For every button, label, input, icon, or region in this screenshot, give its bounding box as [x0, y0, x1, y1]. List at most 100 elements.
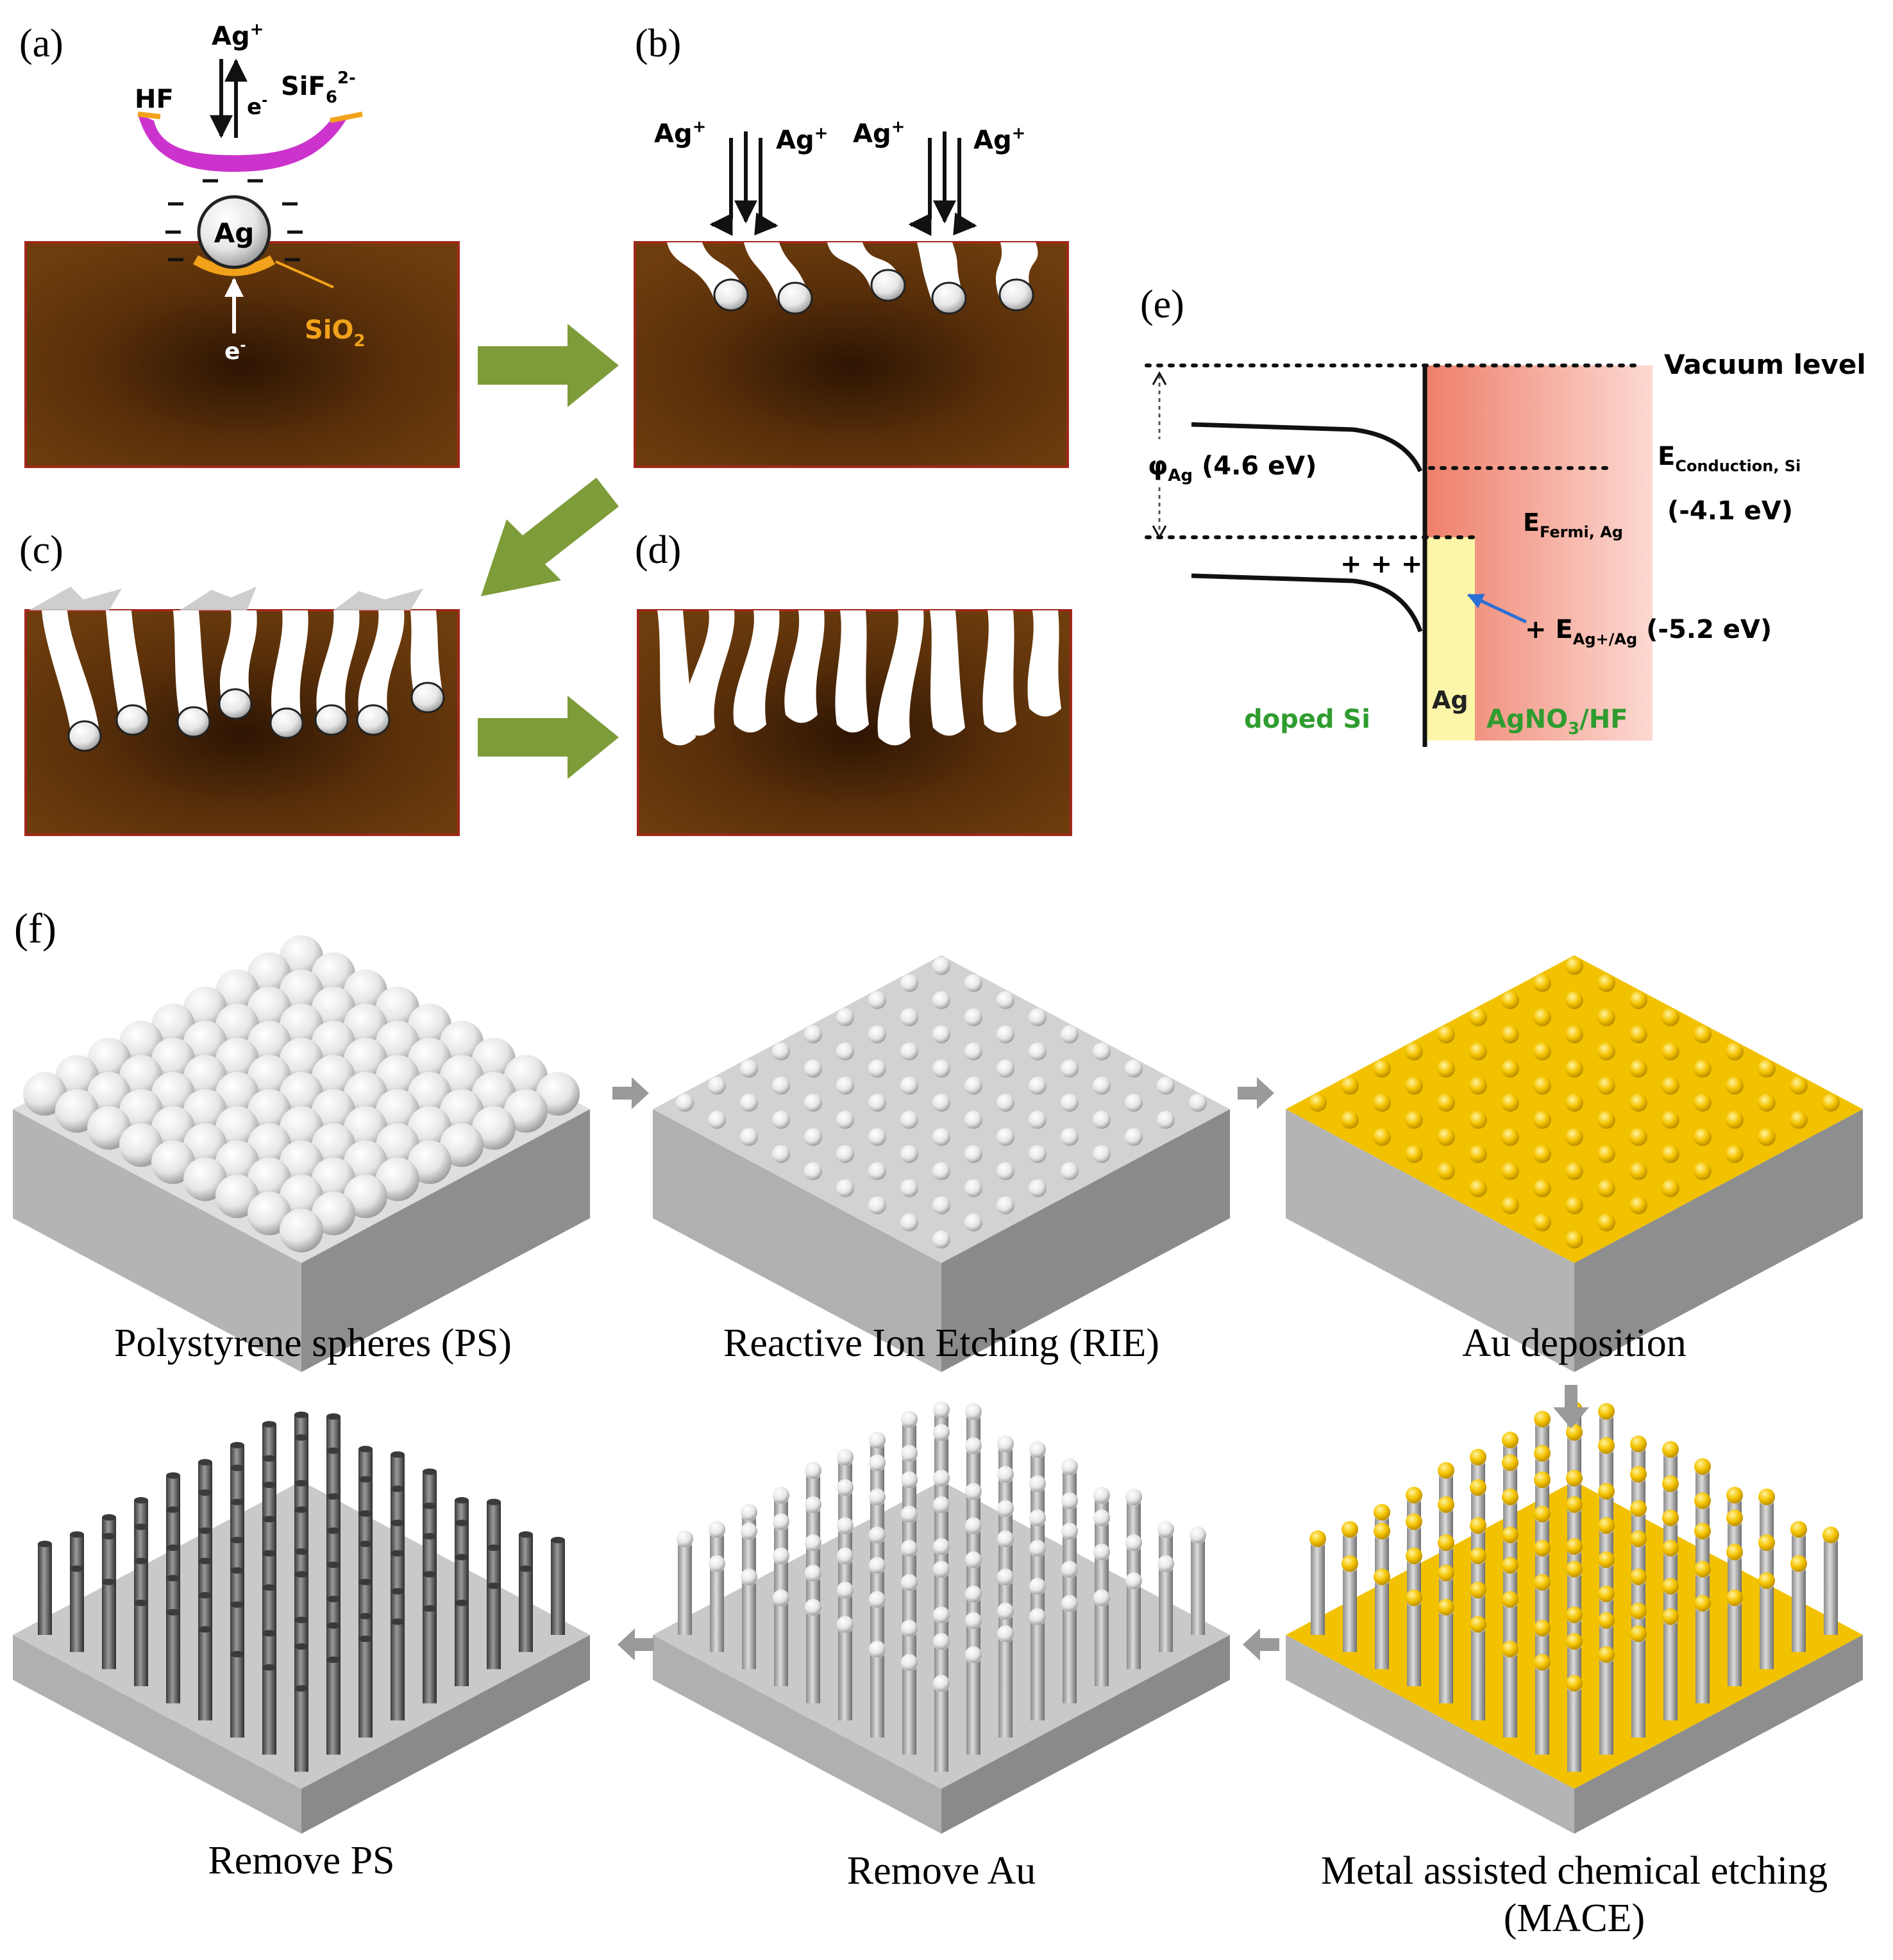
pillar-cap [1726, 1543, 1743, 1561]
conduction-value: (-4.1 eV) [1667, 496, 1793, 526]
ps-sphere [280, 1003, 323, 1048]
pillar-cap [901, 1445, 918, 1462]
ps-sphere [440, 1123, 484, 1167]
ag-redox-label: + EAg+/Ag (-5.2 eV) [1525, 615, 1772, 648]
panel-d-label: (d) [635, 528, 681, 572]
au-coated-sphere [1405, 1110, 1423, 1129]
ps-sphere [344, 1140, 387, 1184]
etched-ps-sphere [964, 1110, 982, 1129]
ag-ion-arrows-b: Ag+ Ag+ Ag+ Ag+ [654, 117, 1025, 236]
etched-ps-sphere [964, 1008, 982, 1026]
pillar-top [134, 1497, 148, 1504]
pillar-top [455, 1497, 469, 1504]
pillar-top [262, 1455, 276, 1462]
ag-particle-b [870, 269, 906, 302]
pillar-cap [1502, 1527, 1519, 1543]
pillar-cap [1726, 1589, 1743, 1606]
etched-ps-sphere [900, 1213, 918, 1232]
ps-sphere [215, 969, 259, 1013]
pillar-cap [869, 1432, 886, 1448]
etched-ps-sphere [804, 1128, 822, 1146]
nanopillar [391, 1621, 405, 1721]
ps-sphere [55, 1089, 99, 1133]
ag-particle-label: Ag [214, 217, 255, 249]
nanopillar [998, 1639, 1013, 1738]
nanopillar [1095, 1603, 1109, 1686]
ps-sphere [312, 1191, 355, 1235]
pillar-top [487, 1498, 501, 1505]
ag-ion-label-b3: Ag+ [853, 117, 905, 149]
nanopillar [230, 1654, 244, 1738]
etched-ps-sphere [1157, 1110, 1175, 1129]
au-coated-sphere [1597, 1076, 1615, 1095]
etched-ps-sphere [932, 1094, 950, 1112]
pillar-cap [1566, 1561, 1583, 1578]
nanopillar [1127, 1586, 1141, 1670]
ps-sphere [119, 1089, 163, 1133]
au-coated-sphere [1597, 974, 1615, 993]
etched-ps-sphere [964, 1076, 982, 1095]
panel-d: (d) [635, 528, 1072, 836]
ps-sphere [280, 935, 323, 979]
ag-particle-b [998, 278, 1034, 312]
au-coated-sphere [1597, 1008, 1615, 1026]
pillar-cap [869, 1591, 886, 1608]
panel-f: (f) Polystyrene spheres (PS) Reactive Io… [13, 905, 1863, 1940]
pillar-top [198, 1459, 212, 1466]
etched-ps-sphere [1029, 1179, 1047, 1198]
etched-ps-sphere [772, 1076, 790, 1095]
block-left-face [13, 1109, 301, 1372]
ps-sphere [376, 1157, 419, 1202]
pillar-cap [837, 1479, 854, 1496]
au-coated-sphere [1533, 1043, 1551, 1060]
ps-sphere [215, 1037, 259, 1082]
pillar-top [551, 1537, 565, 1543]
au-coated-sphere [1597, 1179, 1615, 1198]
au-coated-sphere [1533, 1008, 1551, 1026]
ps-sphere [87, 1072, 131, 1116]
ps-sphere [344, 969, 387, 1013]
pillar-cap [965, 1403, 982, 1420]
au-coated-sphere [1758, 1059, 1776, 1078]
au-coated-sphere [1341, 1110, 1359, 1129]
nanopillar [487, 1586, 501, 1670]
ps-sphere [344, 1003, 387, 1048]
pillar-cap [1093, 1543, 1110, 1561]
au-coated-sphere [1790, 1076, 1808, 1095]
etched-pores-c [42, 610, 445, 752]
pillar-cap [1630, 1602, 1647, 1620]
au-coated-sphere [1469, 1043, 1487, 1060]
pillar-top [262, 1584, 276, 1591]
ps-sphere [183, 1123, 227, 1167]
nanopillar [1631, 1639, 1645, 1738]
etched-ps-sphere [740, 1059, 758, 1078]
pillar-cap [1157, 1555, 1174, 1572]
pillar-cap [869, 1557, 886, 1574]
pillar-top [198, 1557, 212, 1564]
pillar-cap [1502, 1432, 1519, 1448]
pillar-cap [901, 1620, 918, 1637]
process-arrow-5 [618, 1629, 654, 1661]
au-coated-sphere [1726, 1145, 1744, 1163]
au-coated-sphere [1694, 1128, 1712, 1146]
pillar-cap [1726, 1487, 1743, 1504]
pillar-top [262, 1630, 276, 1637]
au-coated-sphere [1341, 1076, 1359, 1095]
pillar-top [166, 1472, 180, 1479]
pillar-cap [1470, 1448, 1486, 1466]
etched-ps-sphere [740, 1128, 758, 1146]
ps-sphere [344, 1037, 387, 1082]
ps-sphere [504, 1089, 548, 1133]
au-coated-sphere [1629, 1162, 1647, 1180]
pillar-cap [933, 1675, 950, 1692]
etched-ps-sphere [708, 1076, 726, 1095]
ps-sphere [87, 1037, 131, 1082]
pillar-top [294, 1571, 308, 1578]
pore-c [106, 610, 147, 715]
sio2-label: SiO2 [305, 315, 366, 351]
pore-d [784, 610, 825, 723]
pore-d [1027, 610, 1061, 717]
nanopillar [1535, 1667, 1549, 1755]
nanopillar [1503, 1654, 1517, 1738]
